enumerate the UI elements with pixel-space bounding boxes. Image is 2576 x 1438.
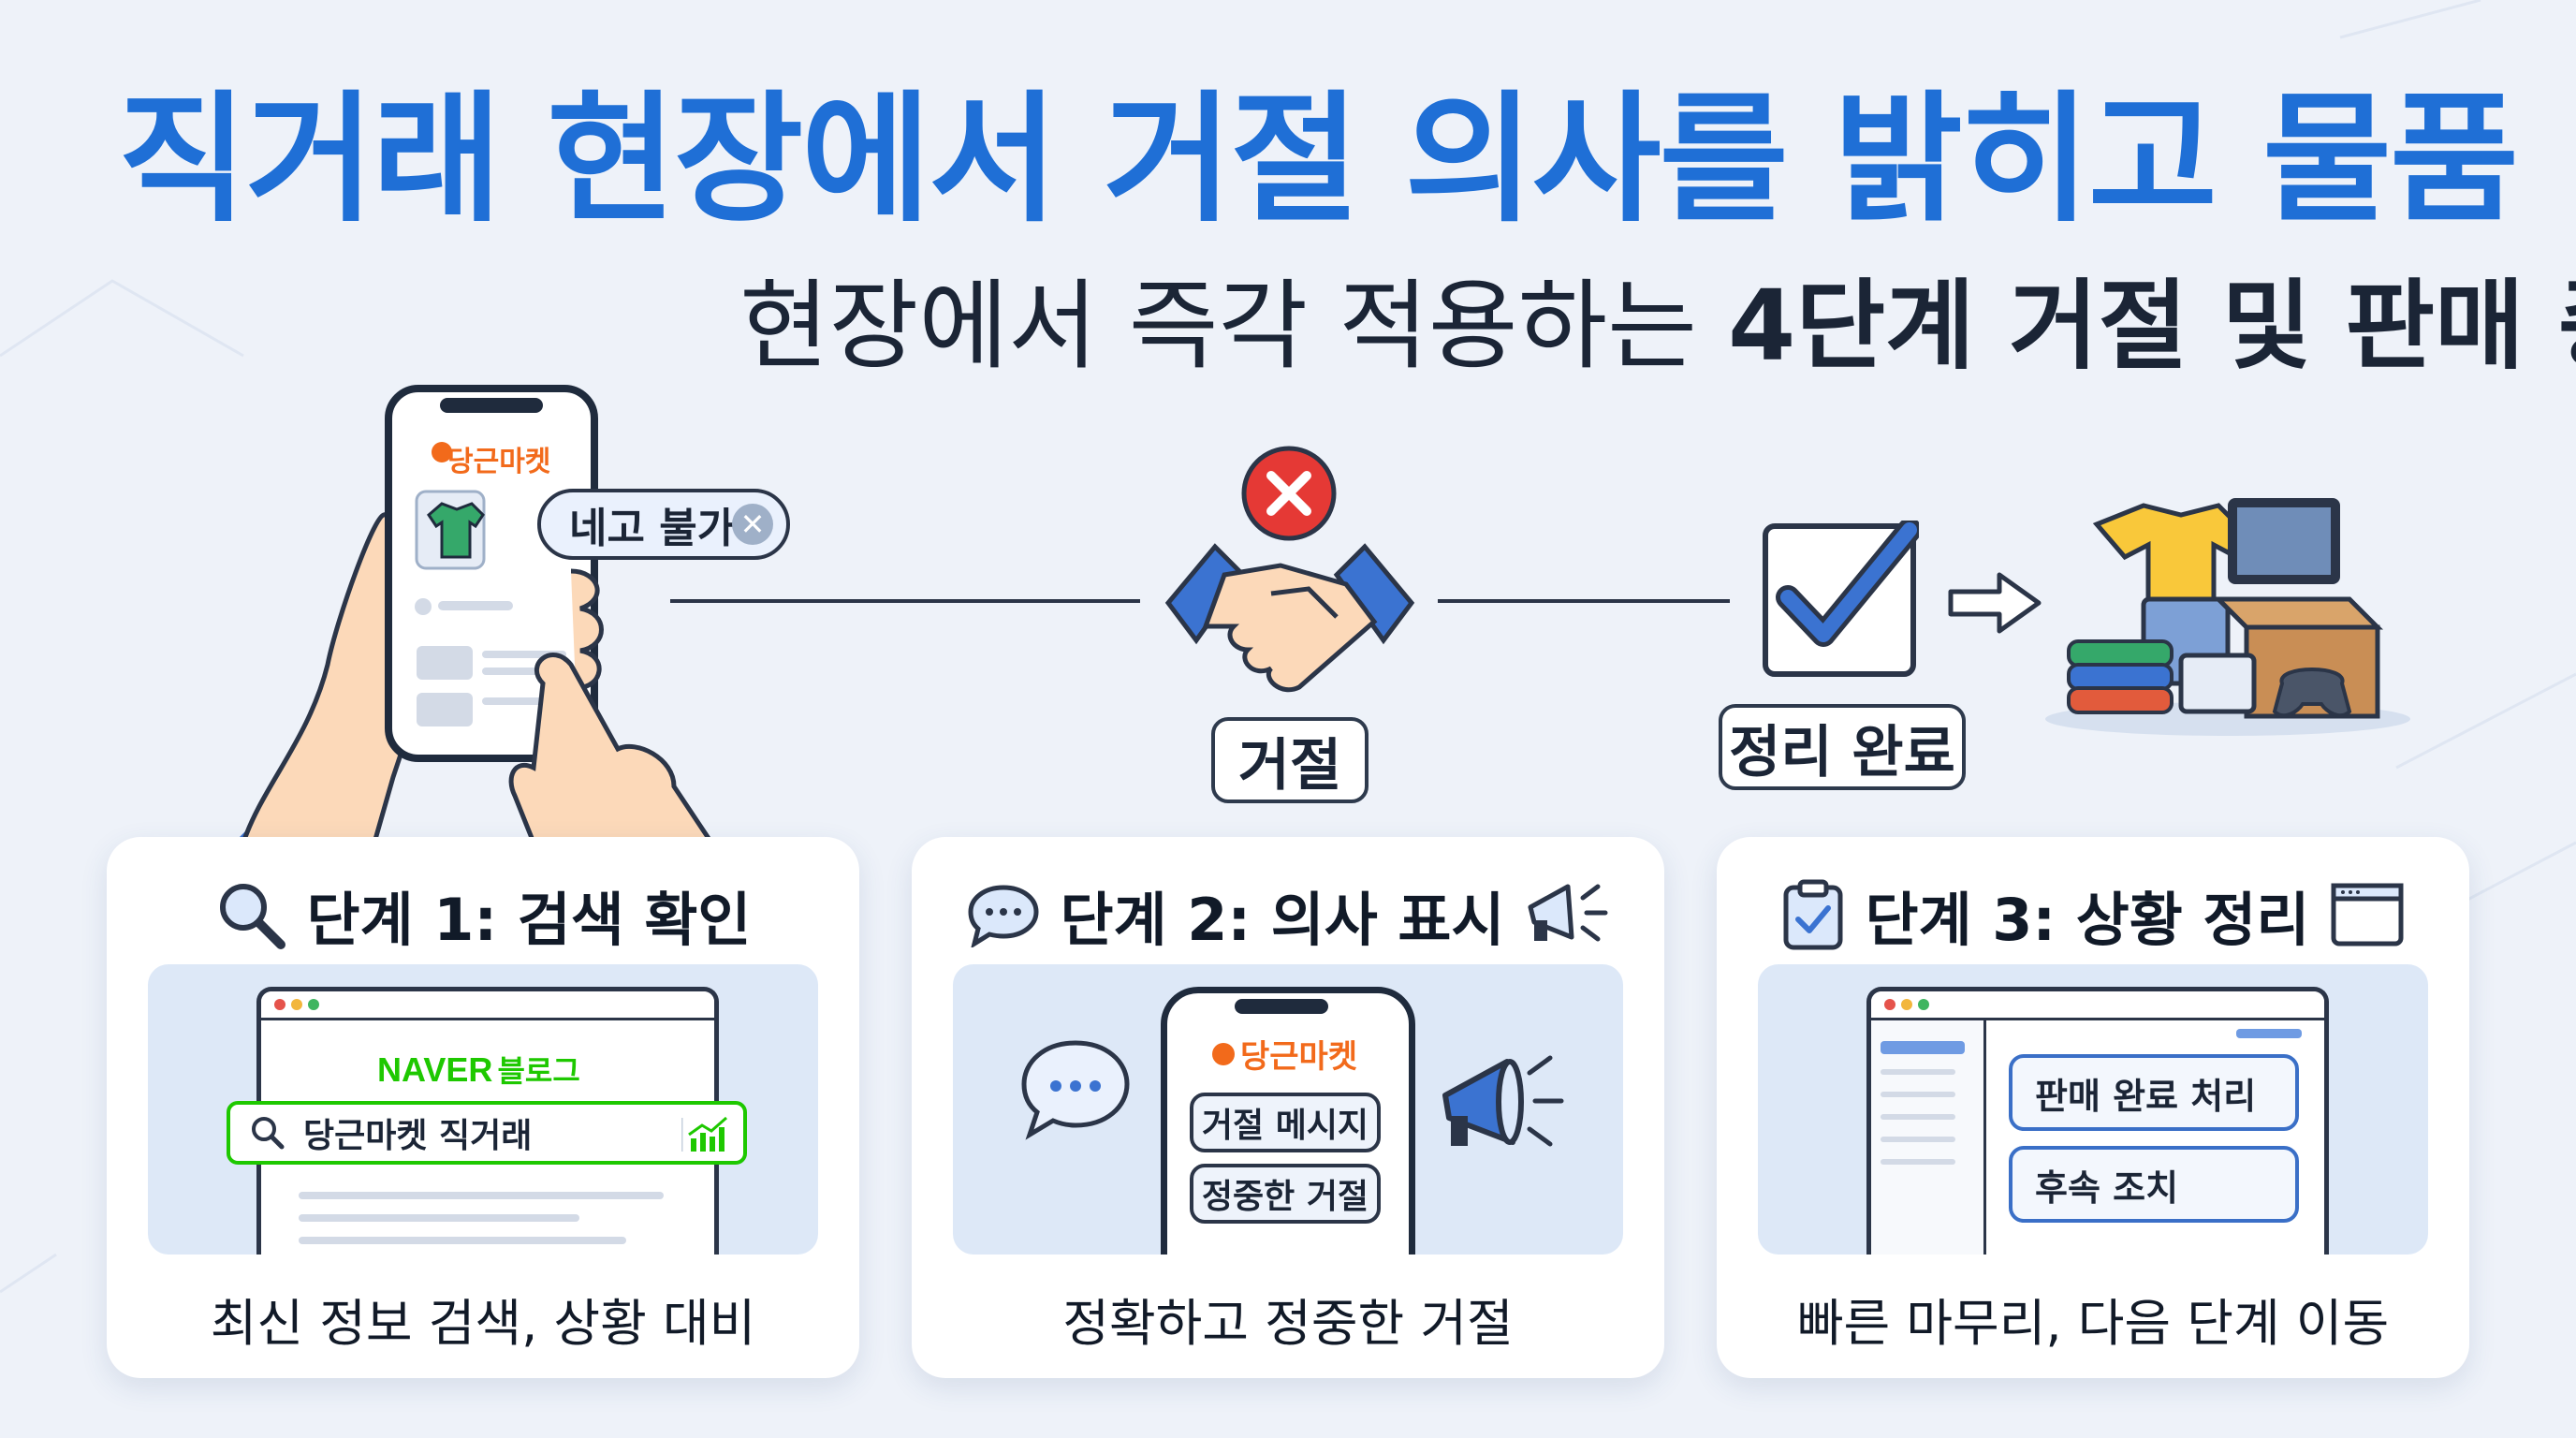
handshake-icon [1164, 543, 1415, 693]
header-accent-bar [2236, 1029, 2302, 1038]
browser-dot-red [1884, 999, 1895, 1010]
follow-up-button[interactable]: 후속 조치 [2009, 1146, 2299, 1223]
done-label: 정리 완료 [1719, 704, 1966, 790]
polite-reject-button[interactable]: 정중한 거절 [1190, 1164, 1381, 1224]
step-card-3-header: 단계 3: 상황 정리 [1717, 873, 2469, 957]
sidebar-item[interactable] [1881, 1137, 1955, 1142]
browser-dot-green [308, 999, 319, 1010]
step-card-2-caption: 정확하고 정중한 거절 [1062, 1293, 1514, 1353]
window-icon [2331, 883, 2404, 946]
browser-titlebar [261, 991, 714, 1020]
step-card-1-caption: 최신 정보 검색, 상황 대비 [210, 1293, 756, 1353]
naver-blog-text: 블로그 [497, 1053, 580, 1089]
step-card-2-header: 단계 2: 의사 표시 [912, 873, 1664, 957]
step-card-1: 단계 1: 검색 확인 NAVER 블로그 당근마켓 직거래 [107, 837, 859, 1378]
browser-dot-green [1918, 999, 1929, 1010]
phone-app-brand: 당근마켓 [447, 446, 551, 478]
sidebar-item[interactable] [1881, 1114, 1955, 1120]
chat-bubble-icon [968, 885, 1039, 947]
reject-x-icon [1241, 446, 1337, 541]
step-card-3-title: 단계 3: 상황 정리 [1865, 886, 2310, 954]
browser-dot-yellow [1901, 999, 1912, 1010]
speech-bubble-icon [1021, 1040, 1130, 1140]
browser-dot-yellow [291, 999, 302, 1010]
done-label-text: 정리 완료 [1729, 719, 1955, 785]
checkbox-check-icon [1763, 521, 1919, 677]
search-icon [252, 1117, 285, 1150]
sidebar-item[interactable] [1881, 1069, 1955, 1075]
hand-holding-phone-illustration [234, 385, 715, 843]
content-line [299, 1192, 664, 1199]
follow-up-label: 후속 조치 [2035, 1167, 2179, 1209]
admin-sidebar [1871, 1020, 1986, 1255]
step-card-3: 단계 3: 상황 정리 판매 완료 처리 후속 조치 [1717, 837, 2469, 1378]
subtitle-bold: 4단계 거절 및 판매 종 [1727, 269, 2576, 383]
megaphone-icon [1528, 884, 1608, 942]
step-card-1-header: 단계 1: 검색 확인 [107, 873, 859, 957]
step-card-3-caption: 빠른 마무리, 다음 단계 이동 [1796, 1293, 2390, 1353]
sidebar-active-item[interactable] [1881, 1041, 1965, 1054]
mark-sold-label: 판매 완료 처리 [2035, 1075, 2257, 1117]
close-icon: ✕ [732, 504, 773, 545]
sidebar-item[interactable] [1881, 1092, 1955, 1097]
subtitle-regular: 현장에서 즉각 적용하는 [739, 269, 1728, 383]
phone-app-header: 당근마켓 [1212, 1031, 1357, 1077]
polite-reject-label: 정중한 거절 [1201, 1178, 1369, 1216]
naver-blog-logo: NAVER 블로그 [377, 1048, 580, 1091]
phone-app-name: 당근마켓 [1240, 1038, 1358, 1076]
search-input[interactable]: 당근마켓 직거래 [227, 1101, 747, 1165]
page-title: 직거래 현장에서 거절 의사를 밝히고 물품 [118, 79, 2519, 242]
search-query-text: 당근마켓 직거래 [303, 1117, 533, 1155]
naver-brand: NAVER [377, 1050, 493, 1089]
no-negotiation-bubble: 네고 불가 ✕ [537, 489, 790, 560]
step-card-1-panel: NAVER 블로그 당근마켓 직거래 [148, 964, 818, 1255]
bubble-text: 네고 불가 [569, 505, 736, 552]
magnifier-icon [219, 884, 285, 949]
step-card-1-title: 단계 1: 검색 확인 [306, 886, 752, 954]
goods-box-illustration [2045, 498, 2410, 736]
step-card-2-title: 단계 2: 의사 표시 [1060, 886, 1505, 954]
reject-message-label: 거절 메시지 [1201, 1107, 1369, 1145]
browser-dot-red [274, 999, 285, 1010]
step-card-2-panel: 당근마켓 거절 메시지 정중한 거절 [953, 964, 1623, 1255]
arrow-right-icon [1948, 572, 2042, 634]
reject-label-text: 거절 [1237, 732, 1342, 799]
reject-message-button[interactable]: 거절 메시지 [1190, 1093, 1381, 1152]
mark-sold-button[interactable]: 판매 완료 처리 [2009, 1054, 2299, 1131]
phone-mockup: 당근마켓 거절 메시지 정중한 거절 [1161, 987, 1415, 1255]
content-line [299, 1237, 626, 1244]
carrot-icon [1212, 1042, 1235, 1065]
reject-label: 거절 [1211, 717, 1368, 803]
sidebar-item[interactable] [1881, 1159, 1955, 1165]
megaphone-icon [1442, 1055, 1564, 1147]
phone-notch [1235, 999, 1328, 1014]
trend-chart-icon [681, 1116, 727, 1152]
browser-titlebar [1871, 991, 2324, 1020]
page-subtitle: 현장에서 즉각 적용하는 4단계 거절 및 판매 종 [739, 277, 2576, 374]
content-line [299, 1214, 579, 1222]
step-card-3-panel: 판매 완료 처리 후속 조치 [1758, 964, 2428, 1255]
step-card-2: 단계 2: 의사 표시 당근마켓 거절 메시지 정중한 거절 정확하고 [912, 837, 1664, 1378]
clipboard-icon [1783, 879, 1843, 950]
